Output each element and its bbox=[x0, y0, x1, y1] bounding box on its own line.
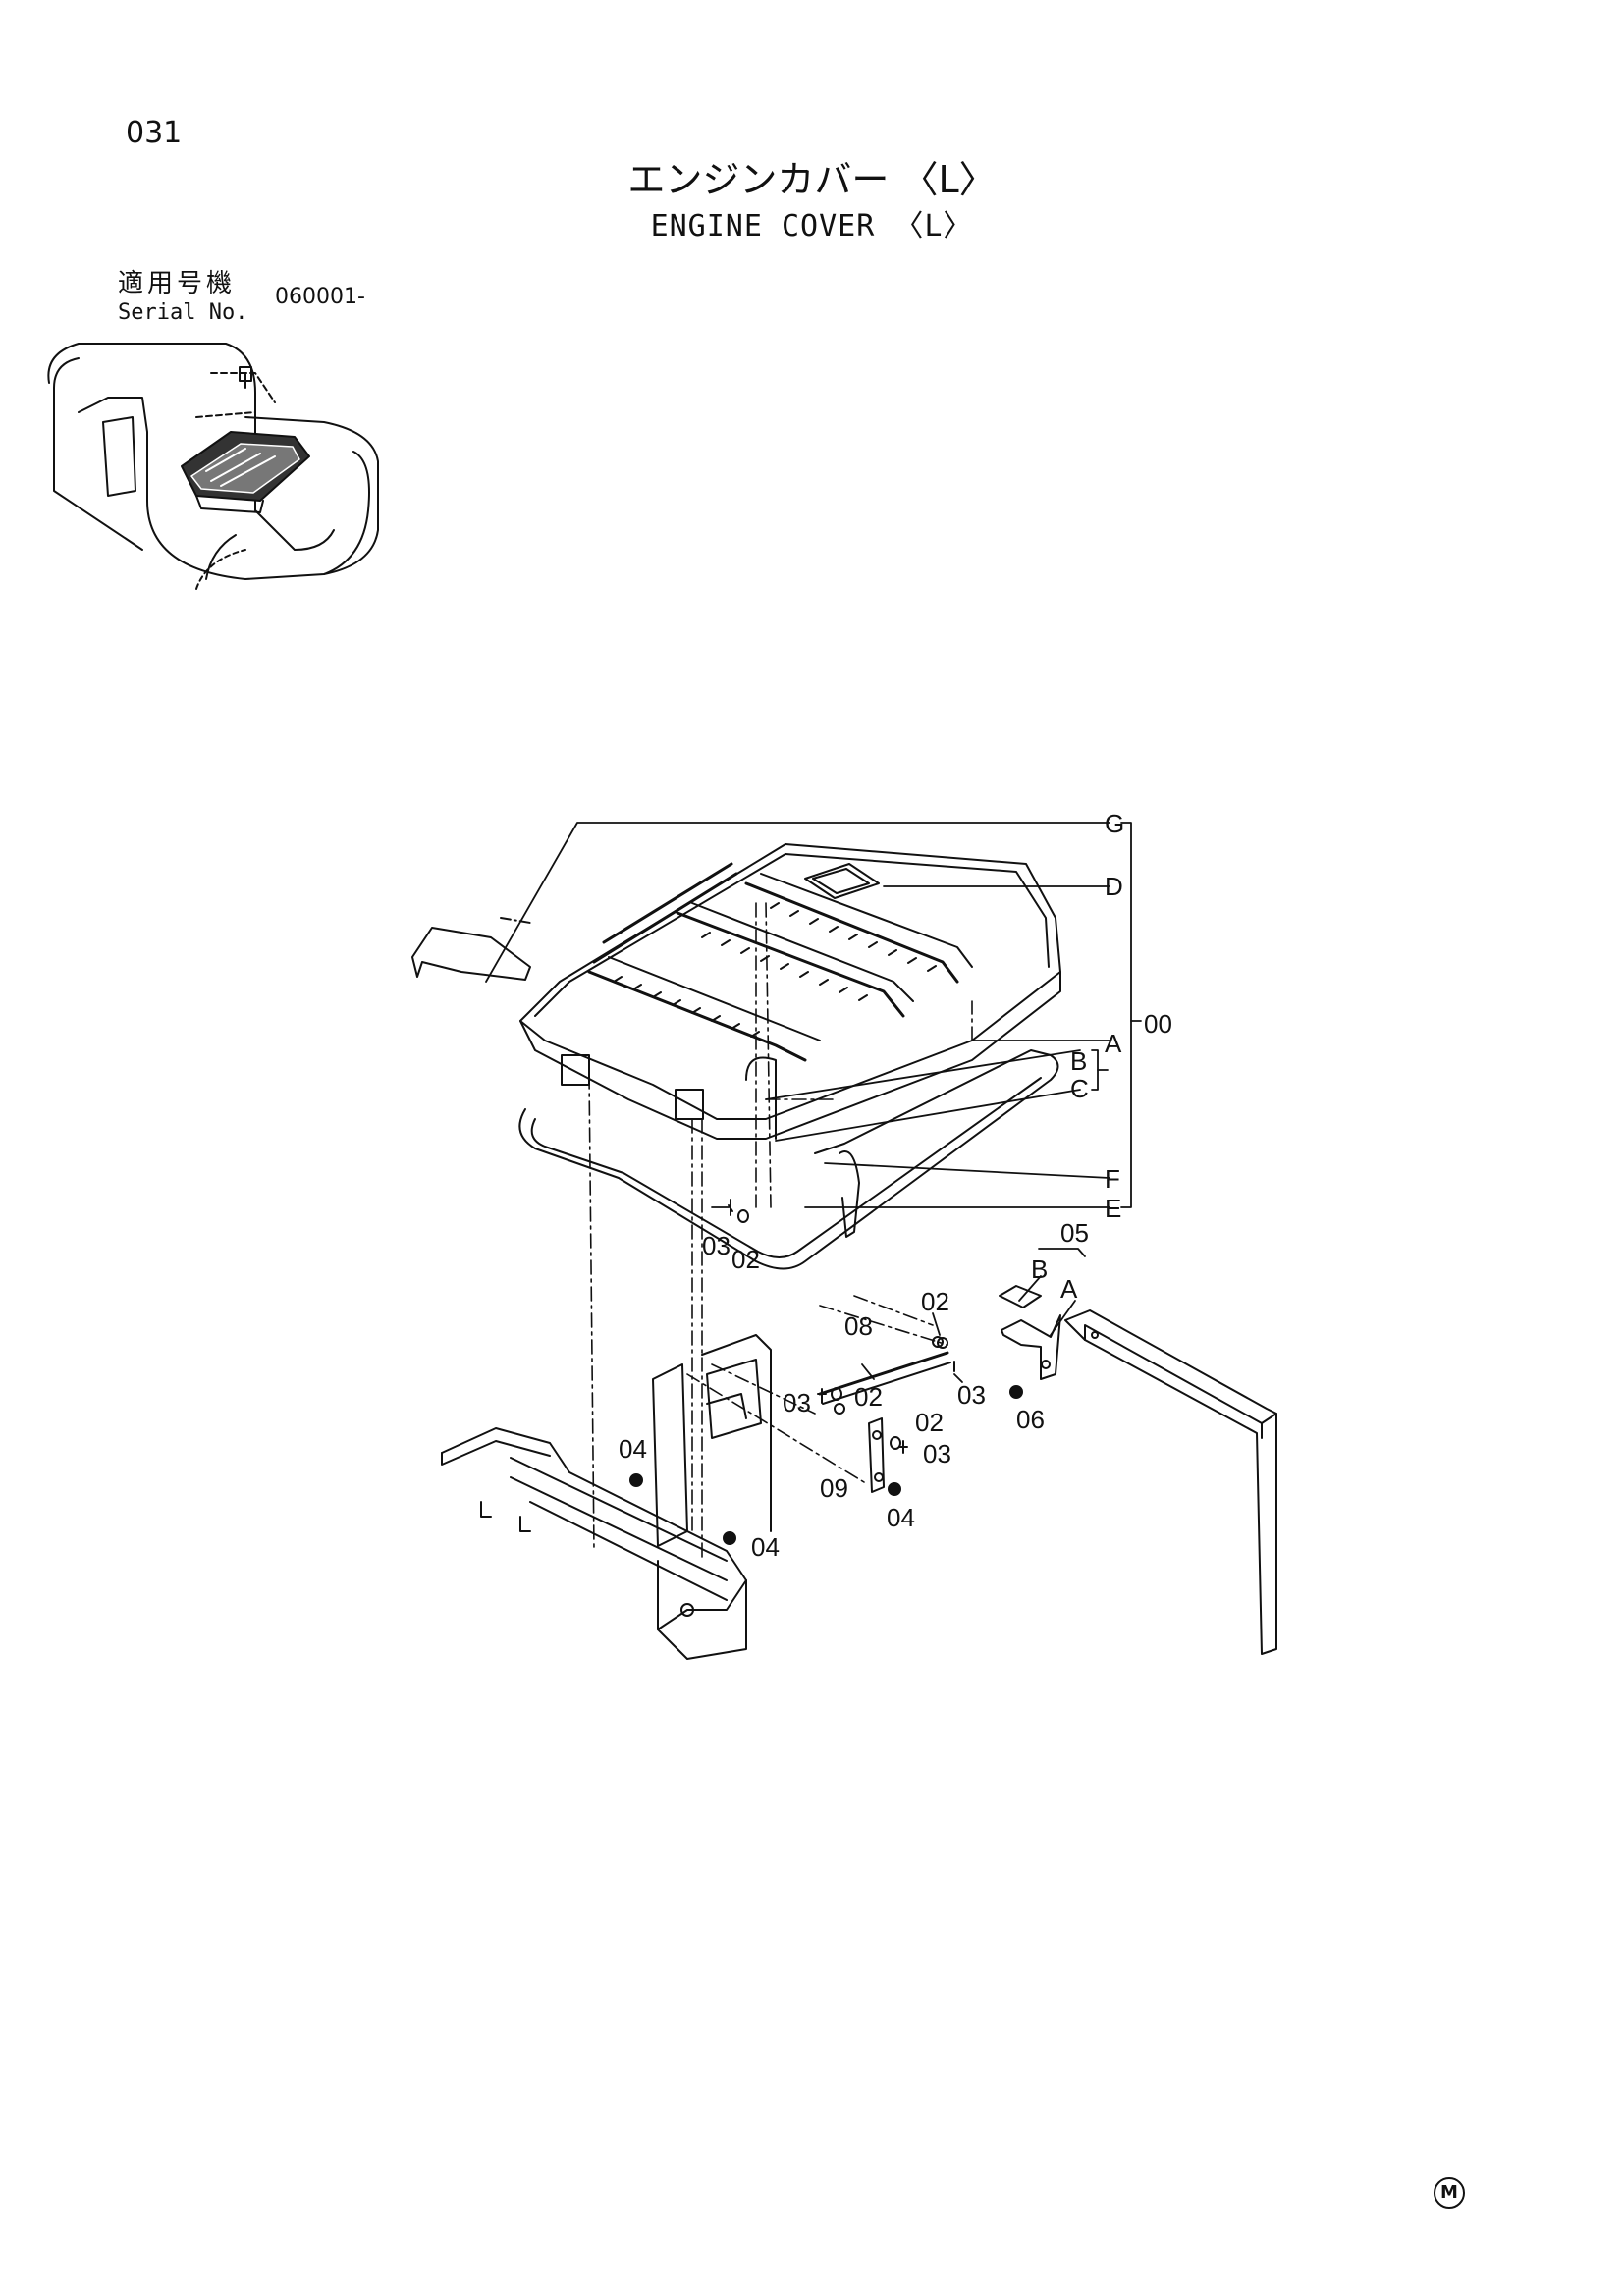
callout-03-rod-end: 03 bbox=[957, 1380, 986, 1410]
callout-D: D bbox=[1105, 872, 1123, 901]
lock-plate-assembly bbox=[999, 1285, 1061, 1380]
callout-kit-A: A bbox=[1060, 1274, 1078, 1304]
callout-09-bracket: 09 bbox=[820, 1473, 848, 1503]
callout-02-upper: 02 bbox=[731, 1245, 760, 1274]
callout-04-frame-bolt: 04 bbox=[619, 1434, 647, 1464]
callout-02-bracket: 02 bbox=[915, 1408, 944, 1437]
callout-kit-B: B bbox=[1031, 1255, 1048, 1284]
page-number: 031 bbox=[126, 116, 183, 150]
callout-03-rod-start: 03 bbox=[783, 1388, 811, 1417]
callout-02-rod-end: 02 bbox=[921, 1287, 949, 1316]
serial-number-range: 060001- bbox=[275, 285, 365, 309]
bracket bbox=[868, 1417, 885, 1493]
serial-label-japanese: 適用号機 bbox=[118, 269, 237, 298]
callout-C: C bbox=[1070, 1074, 1089, 1103]
callout-assembly-00: 00 bbox=[1144, 1009, 1172, 1039]
callout-E: E bbox=[1105, 1194, 1121, 1223]
alignment-guides bbox=[588, 902, 973, 1562]
hood-support-frame bbox=[441, 1334, 772, 1660]
callout-B: B bbox=[1070, 1046, 1087, 1076]
callout-03-bracket: 03 bbox=[923, 1439, 951, 1468]
manufacturer-mark: M bbox=[1434, 2177, 1465, 2209]
callout-04-bracket-bolt: 04 bbox=[887, 1503, 915, 1532]
engine-cover-hood bbox=[519, 843, 1061, 1140]
excavator-location-thumbnail bbox=[47, 343, 379, 590]
page-title-japanese: エンジンカバー 〈L〉 bbox=[627, 158, 997, 201]
serial-label-english: Serial No. bbox=[118, 300, 248, 325]
right-side-frame bbox=[1064, 1309, 1277, 1655]
callout-A: A bbox=[1105, 1029, 1122, 1058]
callout-labels: G D A B C F E 00 05 B A 03 02 02 08 03 0… bbox=[619, 809, 1172, 1562]
callout-F: F bbox=[1105, 1164, 1120, 1194]
cover-seal-gasket bbox=[518, 1049, 1059, 1270]
page-title-english: ENGINE COVER 〈L〉 bbox=[650, 209, 974, 243]
leader-lines bbox=[485, 822, 1142, 1383]
fasteners bbox=[629, 1199, 1023, 1545]
insulation-pad bbox=[411, 917, 531, 981]
callout-02-rod-start: 02 bbox=[854, 1382, 883, 1412]
callout-kit-05: 05 bbox=[1060, 1218, 1089, 1248]
callout-08-stay-rod: 08 bbox=[844, 1311, 873, 1341]
callout-03-upper: 03 bbox=[702, 1231, 731, 1260]
callout-06-bolt: 06 bbox=[1016, 1405, 1045, 1434]
callout-G: G bbox=[1105, 809, 1124, 838]
stay-rod bbox=[818, 1337, 951, 1415]
callout-04-post-bolt: 04 bbox=[751, 1532, 780, 1562]
